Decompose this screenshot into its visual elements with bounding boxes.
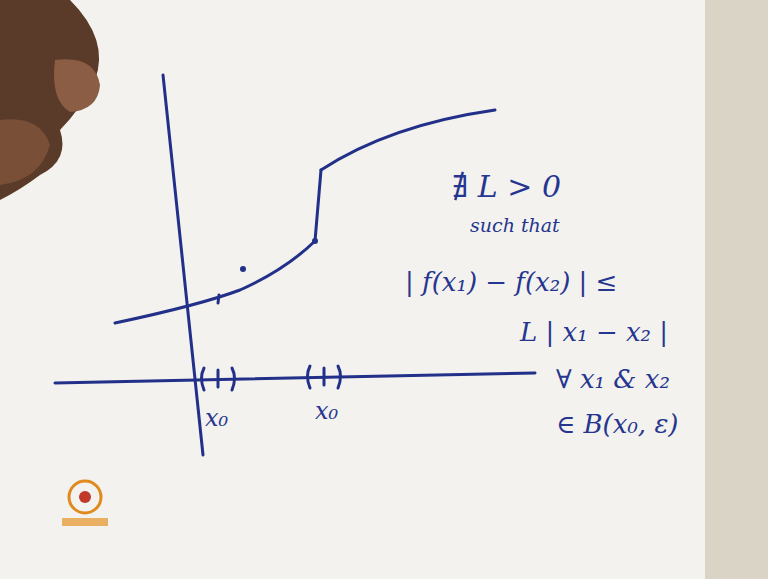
inequality-text: | f(x₁) − f(x₂) | ≤ xyxy=(405,268,617,297)
finger xyxy=(0,119,50,185)
bracket xyxy=(338,366,341,388)
logo xyxy=(62,481,108,526)
y-axis xyxy=(163,75,203,455)
tick xyxy=(218,295,219,303)
bracket xyxy=(232,368,235,390)
quantifier-text: ∀ x₁ & x₂ xyxy=(556,365,670,394)
bracket xyxy=(202,368,205,390)
tick xyxy=(323,368,326,385)
x-axis xyxy=(55,373,535,383)
lower-curve xyxy=(115,241,315,323)
inequality-text: L | x₁ − x₂ | xyxy=(520,318,668,347)
dot xyxy=(312,238,318,244)
finger xyxy=(54,59,100,112)
upper-curve xyxy=(321,110,495,170)
axis-label: x₀ xyxy=(205,405,228,431)
paper-edge xyxy=(705,0,768,579)
hand xyxy=(0,0,99,200)
dot xyxy=(240,266,246,272)
bracket xyxy=(308,366,311,388)
tick xyxy=(217,370,220,387)
quantifier-text: ∄ L > 0 xyxy=(452,170,561,203)
jump xyxy=(315,170,321,241)
note-text: such that xyxy=(470,215,560,236)
set-text: ∈ B(x₀, ε) xyxy=(556,410,678,439)
axis-label: x₀ xyxy=(315,398,338,424)
